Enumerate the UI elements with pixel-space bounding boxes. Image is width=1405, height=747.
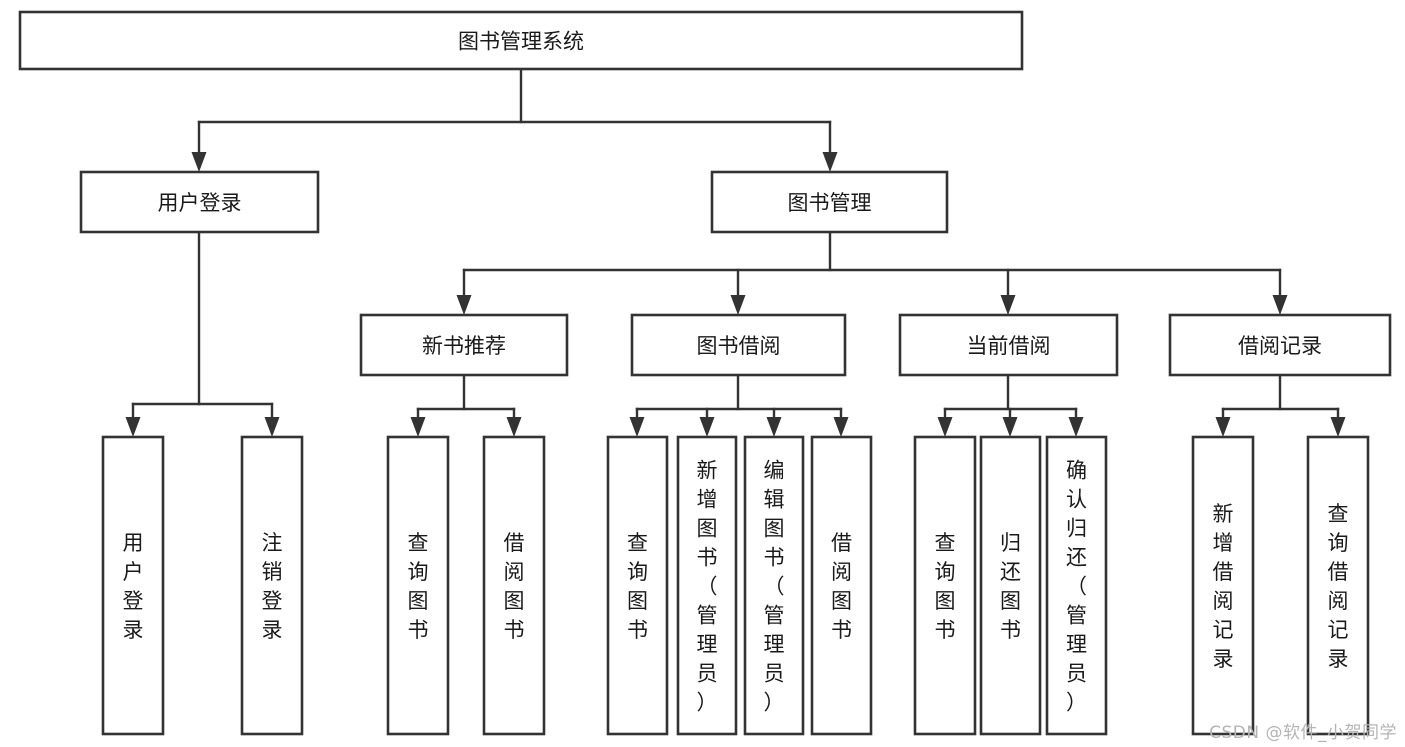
node-book-manage[interactable]: 图书管理 <box>710 170 949 234</box>
arrow-head-icon <box>506 417 522 437</box>
node-leaf-edit-book-admin[interactable]: 编辑图书（管理员） <box>743 435 805 736</box>
arrow-head-icon <box>937 417 953 437</box>
node-leaf-return-book[interactable]: 归还图书 <box>979 435 1042 736</box>
node-box[interactable] <box>898 313 1119 377</box>
node-leaf-user-login[interactable]: 用户登录 <box>101 435 165 736</box>
arrow-head-icon <box>456 295 472 315</box>
arrow-head-icon <box>191 152 207 172</box>
node-root[interactable]: 图书管理系统 <box>18 10 1024 71</box>
node-leaf-add-borrow-record[interactable]: 新增借阅记录 <box>1191 435 1255 736</box>
arrow-head-icon <box>1000 295 1016 315</box>
node-label: 查询图书 <box>935 531 956 642</box>
node-box[interactable] <box>743 435 805 736</box>
node-new-book-recommend[interactable]: 新书推荐 <box>359 313 569 377</box>
connector-bookborrow-to-leaves <box>629 373 849 437</box>
node-label: 新增借阅记录 <box>1213 502 1234 671</box>
node-box[interactable] <box>386 435 450 736</box>
node-leaf-query-book-cb[interactable]: 查询图书 <box>913 435 977 736</box>
node-label: 借阅记录 <box>1238 334 1322 358</box>
node-box[interactable] <box>240 435 304 736</box>
node-leaf-confirm-return-admin[interactable]: 确认归还（管理员） <box>1045 435 1108 736</box>
connector-borrowrecord-to-leaves <box>1215 373 1346 437</box>
node-label: 查询图书 <box>408 531 429 642</box>
node-box[interactable] <box>359 313 569 377</box>
arrow-head-icon <box>1002 417 1018 437</box>
node-leaf-query-book-rec[interactable]: 查询图书 <box>386 435 450 736</box>
node-label: 确认归还（管理员） <box>1066 459 1087 715</box>
node-box[interactable] <box>482 435 546 736</box>
node-box[interactable] <box>1168 313 1392 377</box>
arrow-head-icon <box>410 417 426 437</box>
node-box[interactable] <box>913 435 977 736</box>
node-leaf-query-book-bb[interactable]: 查询图书 <box>606 435 669 736</box>
csdn-watermark: CSDN @软件_小贺同学 <box>1209 723 1397 743</box>
node-box[interactable] <box>18 10 1024 71</box>
node-box[interactable] <box>630 313 847 377</box>
node-current-borrow[interactable]: 当前借阅 <box>898 313 1119 377</box>
node-label: 编辑图书（管理员） <box>764 459 785 715</box>
node-leaf-borrow-book-bb[interactable]: 借阅图书 <box>810 435 873 736</box>
connector-newbook-to-leaves <box>410 373 522 437</box>
node-label: 新书推荐 <box>422 334 506 358</box>
connector-currentborrow-to-leaves <box>937 373 1084 437</box>
arrow-head-icon <box>1215 417 1231 437</box>
node-leaf-query-borrow-record[interactable]: 查询借阅记录 <box>1306 435 1370 736</box>
arrow-head-icon <box>730 295 746 315</box>
arrow-head-icon <box>264 417 280 437</box>
node-box[interactable] <box>1191 435 1255 736</box>
node-label: 查询借阅记录 <box>1328 502 1349 671</box>
arrow-head-icon <box>1330 417 1346 437</box>
connector-layer <box>125 67 1346 437</box>
node-label: 用户登录 <box>158 191 242 215</box>
node-label: 当前借阅 <box>967 334 1051 358</box>
node-label: 新增图书（管理员） <box>697 459 718 715</box>
node-label: 图书管理系统 <box>458 30 584 54</box>
node-box[interactable] <box>979 435 1042 736</box>
arrow-head-icon <box>699 417 715 437</box>
arrow-head-icon <box>1272 295 1288 315</box>
node-label: 借阅图书 <box>831 531 852 642</box>
node-borrow-record[interactable]: 借阅记录 <box>1168 313 1392 377</box>
node-book-borrow[interactable]: 图书借阅 <box>630 313 847 377</box>
node-label: 注销登录 <box>262 531 283 642</box>
node-box[interactable] <box>606 435 669 736</box>
node-label: 归还图书 <box>1000 531 1021 642</box>
arrow-head-icon <box>629 417 645 437</box>
node-label: 查询图书 <box>627 531 648 642</box>
node-box[interactable] <box>79 170 320 234</box>
node-label: 借阅图书 <box>504 531 525 642</box>
node-leaf-user-logout[interactable]: 注销登录 <box>240 435 304 736</box>
arrow-head-icon <box>822 152 838 172</box>
node-label: 图书借阅 <box>697 334 781 358</box>
arrow-head-icon <box>833 417 849 437</box>
node-leaf-add-book-admin[interactable]: 新增图书（管理员） <box>676 435 738 736</box>
node-box[interactable] <box>1045 435 1108 736</box>
node-box[interactable] <box>101 435 165 736</box>
arrow-head-icon <box>125 417 141 437</box>
node-box[interactable] <box>710 170 949 234</box>
connector-root-to-level2 <box>191 67 838 172</box>
node-layer: 图书管理系统用户登录图书管理新书推荐图书借阅当前借阅借阅记录用户登录注销登录查询… <box>18 10 1392 736</box>
node-label: 用户登录 <box>123 531 144 642</box>
node-box[interactable] <box>1306 435 1370 736</box>
connector-bookmanage-to-level3 <box>456 230 1288 315</box>
arrow-head-icon <box>1068 417 1084 437</box>
arrow-head-icon <box>766 417 782 437</box>
node-box[interactable] <box>810 435 873 736</box>
connector-userlogin-to-leaves <box>125 230 280 437</box>
node-label: 图书管理 <box>788 191 872 215</box>
node-box[interactable] <box>676 435 738 736</box>
node-user-login[interactable]: 用户登录 <box>79 170 320 234</box>
node-leaf-borrow-book-rec[interactable]: 借阅图书 <box>482 435 546 736</box>
